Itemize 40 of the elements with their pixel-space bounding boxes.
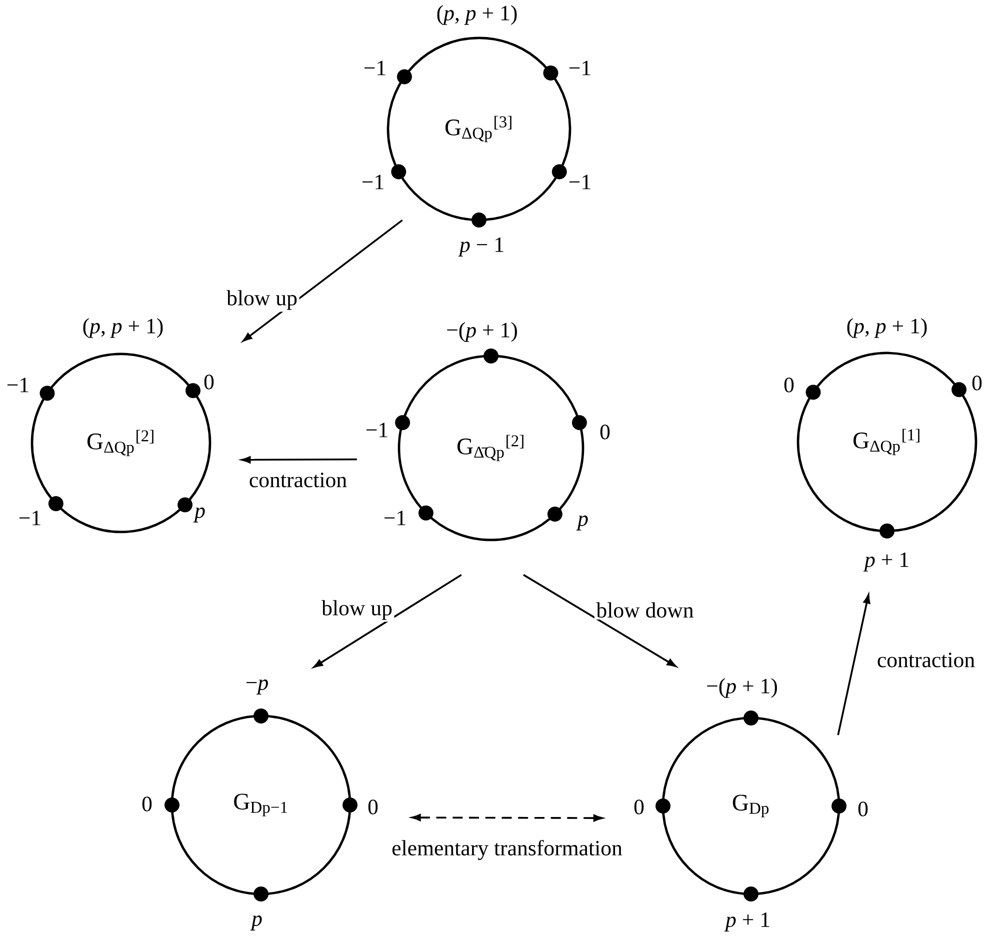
dot-label: −1	[364, 60, 386, 76]
dot-label: −1	[569, 174, 590, 190]
circle-caption: (p, p + 1)	[847, 318, 927, 338]
dot-label: 0	[634, 800, 644, 814]
dot-label: p + 1	[863, 552, 908, 572]
dot-label: 0	[600, 424, 610, 440]
dot-label: −(p + 1)	[707, 678, 777, 698]
edge-label: contraction	[247, 470, 349, 490]
circle-caption: (p, p + 1)	[83, 318, 163, 338]
dot-label: −1	[569, 60, 590, 76]
arrow	[242, 219, 403, 342]
edge-label: blow down	[594, 600, 696, 620]
dot-label: 0	[784, 378, 794, 392]
dot-label: p	[250, 916, 262, 930]
arrow	[523, 574, 676, 667]
circle-node: G$_{Dp}$	[662, 716, 840, 896]
dot-label: −(p + 1)	[447, 322, 517, 342]
dot-label: −1	[366, 422, 388, 438]
dot-label: 0	[368, 800, 378, 814]
dot-label: 0	[858, 802, 868, 816]
circle-caption: (p, p + 1)	[437, 5, 517, 25]
dot-label: p	[193, 508, 205, 522]
edge-label: elementary transformation	[390, 838, 624, 862]
dot-label: −p	[246, 680, 268, 694]
dot-label: p − 1	[458, 237, 504, 256]
circle-node: G$_{ΔQp}$[3]	[386, 36, 572, 222]
dot-label: p + 1	[724, 912, 770, 932]
edge-label: blow up	[320, 598, 394, 622]
dot-label: 0	[142, 796, 152, 812]
dot-label: −1	[362, 174, 384, 190]
arrow	[241, 456, 357, 464]
dot-label: −1	[7, 378, 28, 392]
dot-label: −1	[19, 510, 40, 526]
edge-label: blow up	[224, 288, 300, 312]
dot-label: 0	[204, 374, 214, 390]
dot-label: p	[576, 516, 588, 530]
arrow	[313, 574, 462, 668]
edge-label: contraction	[875, 650, 977, 670]
dot-label: −1	[384, 510, 406, 526]
circle-node: G$_{Dp−1}$	[170, 714, 352, 896]
